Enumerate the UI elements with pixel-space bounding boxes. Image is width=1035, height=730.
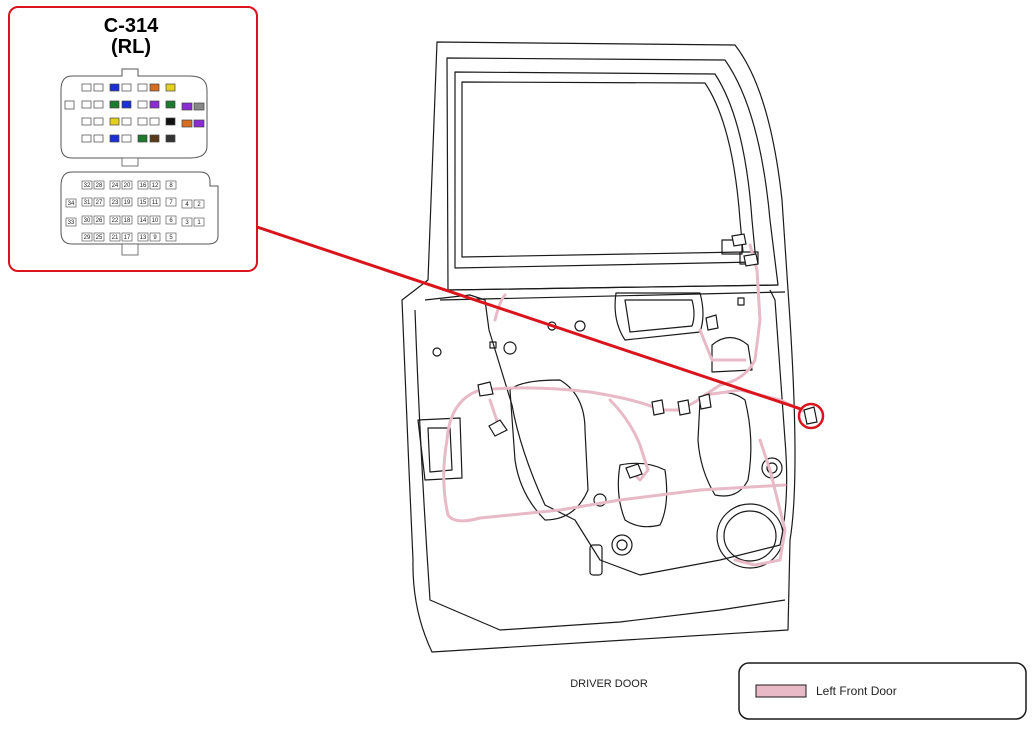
- connector-box: [705, 314, 719, 331]
- pin-label: 18: [124, 218, 131, 224]
- pin-label: 29: [84, 235, 91, 241]
- callout-line: [256, 225, 802, 411]
- pin-label: 22: [112, 218, 119, 224]
- legend-frame: [738, 662, 1027, 720]
- door-connectors: [477, 233, 818, 479]
- connector-box: [698, 393, 712, 410]
- pin-label: 11: [152, 200, 159, 206]
- pin-label: 27: [96, 200, 103, 206]
- pin-label: 25: [96, 235, 103, 241]
- pin-label: 19: [124, 200, 131, 206]
- connector-box: [677, 399, 691, 416]
- pin-label: 23: [112, 200, 119, 206]
- pin-label: 10: [152, 218, 159, 224]
- pin-label: 17: [124, 235, 131, 241]
- connector-box: [625, 463, 643, 479]
- window-glass-outline: [454, 71, 757, 269]
- pin-label: 13: [140, 235, 147, 241]
- connector-position: (RL): [111, 36, 151, 58]
- pin-label: 4: [185, 202, 189, 208]
- connector-box: [488, 419, 508, 437]
- pin-label: 3: [185, 220, 189, 226]
- pin-label: 15: [140, 200, 147, 206]
- connector-box: [803, 406, 818, 425]
- callout-leader: [256, 225, 825, 430]
- legend-swatch: [755, 684, 807, 698]
- pin-label: 9: [153, 235, 157, 241]
- legend: Left Front Door: [738, 662, 1027, 720]
- connector-box: [651, 399, 665, 416]
- connector-box: [731, 233, 747, 247]
- pin-label: 26: [96, 218, 103, 224]
- connector-box: [743, 253, 759, 267]
- pin-label: 2: [197, 202, 201, 208]
- connector-callout-panel: C-314 (RL): [8, 6, 258, 272]
- pin-label: 20: [124, 183, 131, 189]
- door-outer-panel: [401, 41, 796, 653]
- pin-label: 12: [152, 183, 159, 189]
- window-frame: [446, 57, 779, 291]
- door-label: DRIVER DOOR: [570, 678, 648, 690]
- connector-id: C-314: [104, 15, 159, 37]
- pin-label: 28: [96, 183, 103, 189]
- pin-label: 30: [84, 218, 91, 224]
- pin-label: 32: [84, 183, 91, 189]
- pin-label: 33: [68, 220, 75, 226]
- pin-label: 8: [169, 183, 173, 189]
- pin-label: 7: [169, 200, 173, 206]
- pin-label: 34: [68, 201, 75, 207]
- pin-label: 24: [112, 183, 119, 189]
- connector-lower-housing: 32 28 24 20 16 12 8 34 31 27 23 19 1: [60, 171, 219, 256]
- callout-highlight-circle: [797, 402, 825, 430]
- connector-box: [477, 381, 494, 397]
- pin-label: 1: [197, 220, 201, 226]
- speaker-cutout: [697, 391, 752, 497]
- pin-label: 14: [140, 218, 147, 224]
- pin-label: 21: [112, 235, 119, 241]
- speaker-grille: [716, 503, 784, 569]
- door-inner-panel: [424, 289, 788, 576]
- pin-label: 16: [140, 183, 147, 189]
- pin-label: 5: [169, 235, 173, 241]
- pin-label: 31: [84, 200, 91, 206]
- legend-label: Left Front Door: [816, 684, 897, 698]
- connector-upper-housing: [60, 68, 208, 167]
- pin-label: 6: [169, 218, 173, 224]
